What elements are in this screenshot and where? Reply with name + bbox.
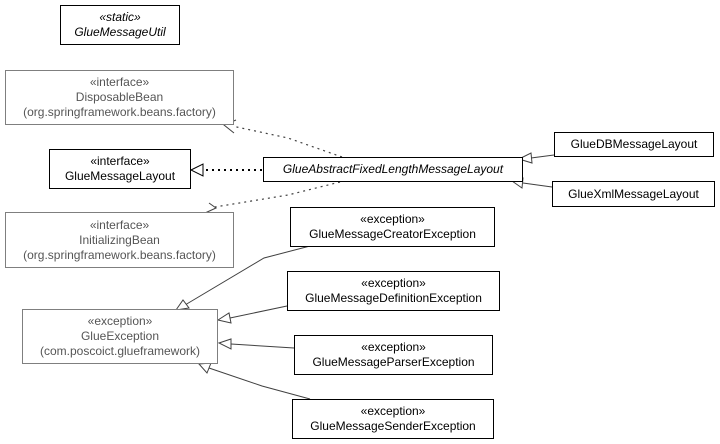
interface-name: InitializingBean xyxy=(79,232,160,247)
exception-name: GlueException xyxy=(80,329,160,343)
stereotype-label: «interface» xyxy=(89,75,150,89)
generalization-creator xyxy=(184,245,311,306)
package-label: (org.springframework.beans.factory) xyxy=(23,105,216,119)
stereotype-label: «interface» xyxy=(89,217,150,232)
exception-name: GlueMessageParserException xyxy=(312,355,475,369)
class-glue-message-util[interactable]: «static» GlueMessageUtil xyxy=(60,5,180,45)
interface-name: DisposableBean xyxy=(75,90,164,104)
interface-initializing-bean[interactable]: «interface» InitializingBean (org.spring… xyxy=(5,212,234,268)
class-name: GlueMessageUtil xyxy=(74,25,166,39)
arrowhead-sender xyxy=(197,362,212,374)
realization-disposable-bean xyxy=(231,125,343,158)
stereotype-label: «exception» xyxy=(361,340,426,354)
realization-initializing-bean xyxy=(214,181,341,208)
generalization-definition xyxy=(229,305,288,319)
stereotype-label: «exception» xyxy=(360,212,425,226)
class-name: GlueDBMessageLayout xyxy=(570,137,698,151)
arrowhead-definition xyxy=(216,312,232,324)
interface-disposable-bean[interactable]: «interface» DisposableBean (org.springfr… xyxy=(5,70,234,125)
interface-glue-message-layout[interactable]: «interface» GlueMessageLayout xyxy=(49,149,191,189)
generalization-parser xyxy=(230,343,295,349)
generalization-db-layout xyxy=(530,154,555,159)
exception-name: GlueMessageDefinitionException xyxy=(305,291,482,305)
generalization-xml-layout xyxy=(522,182,553,188)
class-glue-db-message-layout[interactable]: GlueDBMessageLayout xyxy=(554,132,714,157)
arrowhead-db-layout xyxy=(517,152,533,164)
stereotype-label: «exception» xyxy=(87,314,153,328)
exception-name: GlueMessageCreatorException xyxy=(309,227,476,241)
exception-glue-message-sender[interactable]: «exception» GlueMessageSenderException xyxy=(292,399,494,439)
exception-glue-message-definition[interactable]: «exception» GlueMessageDefinitionExcepti… xyxy=(287,271,500,311)
package-label: (com.poscoict.glueframework) xyxy=(39,344,201,358)
interface-name: GlueMessageLayout xyxy=(64,169,176,183)
exception-glue-message-parser[interactable]: «exception» GlueMessageParserException xyxy=(294,335,493,375)
generalization-sender xyxy=(208,367,311,400)
class-glue-abstract-fixed-length-message-layout[interactable]: GlueAbstractFixedLengthMessageLayout xyxy=(263,157,523,182)
package-label: (org.springframework.beans.factory) xyxy=(23,247,216,262)
stereotype-label: «static» xyxy=(99,10,141,24)
exception-glue-message-creator[interactable]: «exception» GlueMessageCreatorException xyxy=(290,207,495,247)
class-name: GlueXmlMessageLayout xyxy=(568,186,699,201)
stereotype-label: «interface» xyxy=(90,154,150,168)
arrowhead-parser xyxy=(217,338,232,350)
arrowhead-glue-message-layout xyxy=(189,163,204,177)
arrowhead-initializing-bean xyxy=(204,202,217,214)
stereotype-label: «exception» xyxy=(360,404,426,418)
stereotype-label: «exception» xyxy=(361,276,426,290)
class-name: GlueAbstractFixedLengthMessageLayout xyxy=(282,162,504,176)
class-glue-xml-message-layout[interactable]: GlueXmlMessageLayout xyxy=(552,181,715,207)
exception-glue-exception[interactable]: «exception» GlueException (com.poscoict.… xyxy=(22,309,218,364)
exception-name: GlueMessageSenderException xyxy=(310,419,476,433)
